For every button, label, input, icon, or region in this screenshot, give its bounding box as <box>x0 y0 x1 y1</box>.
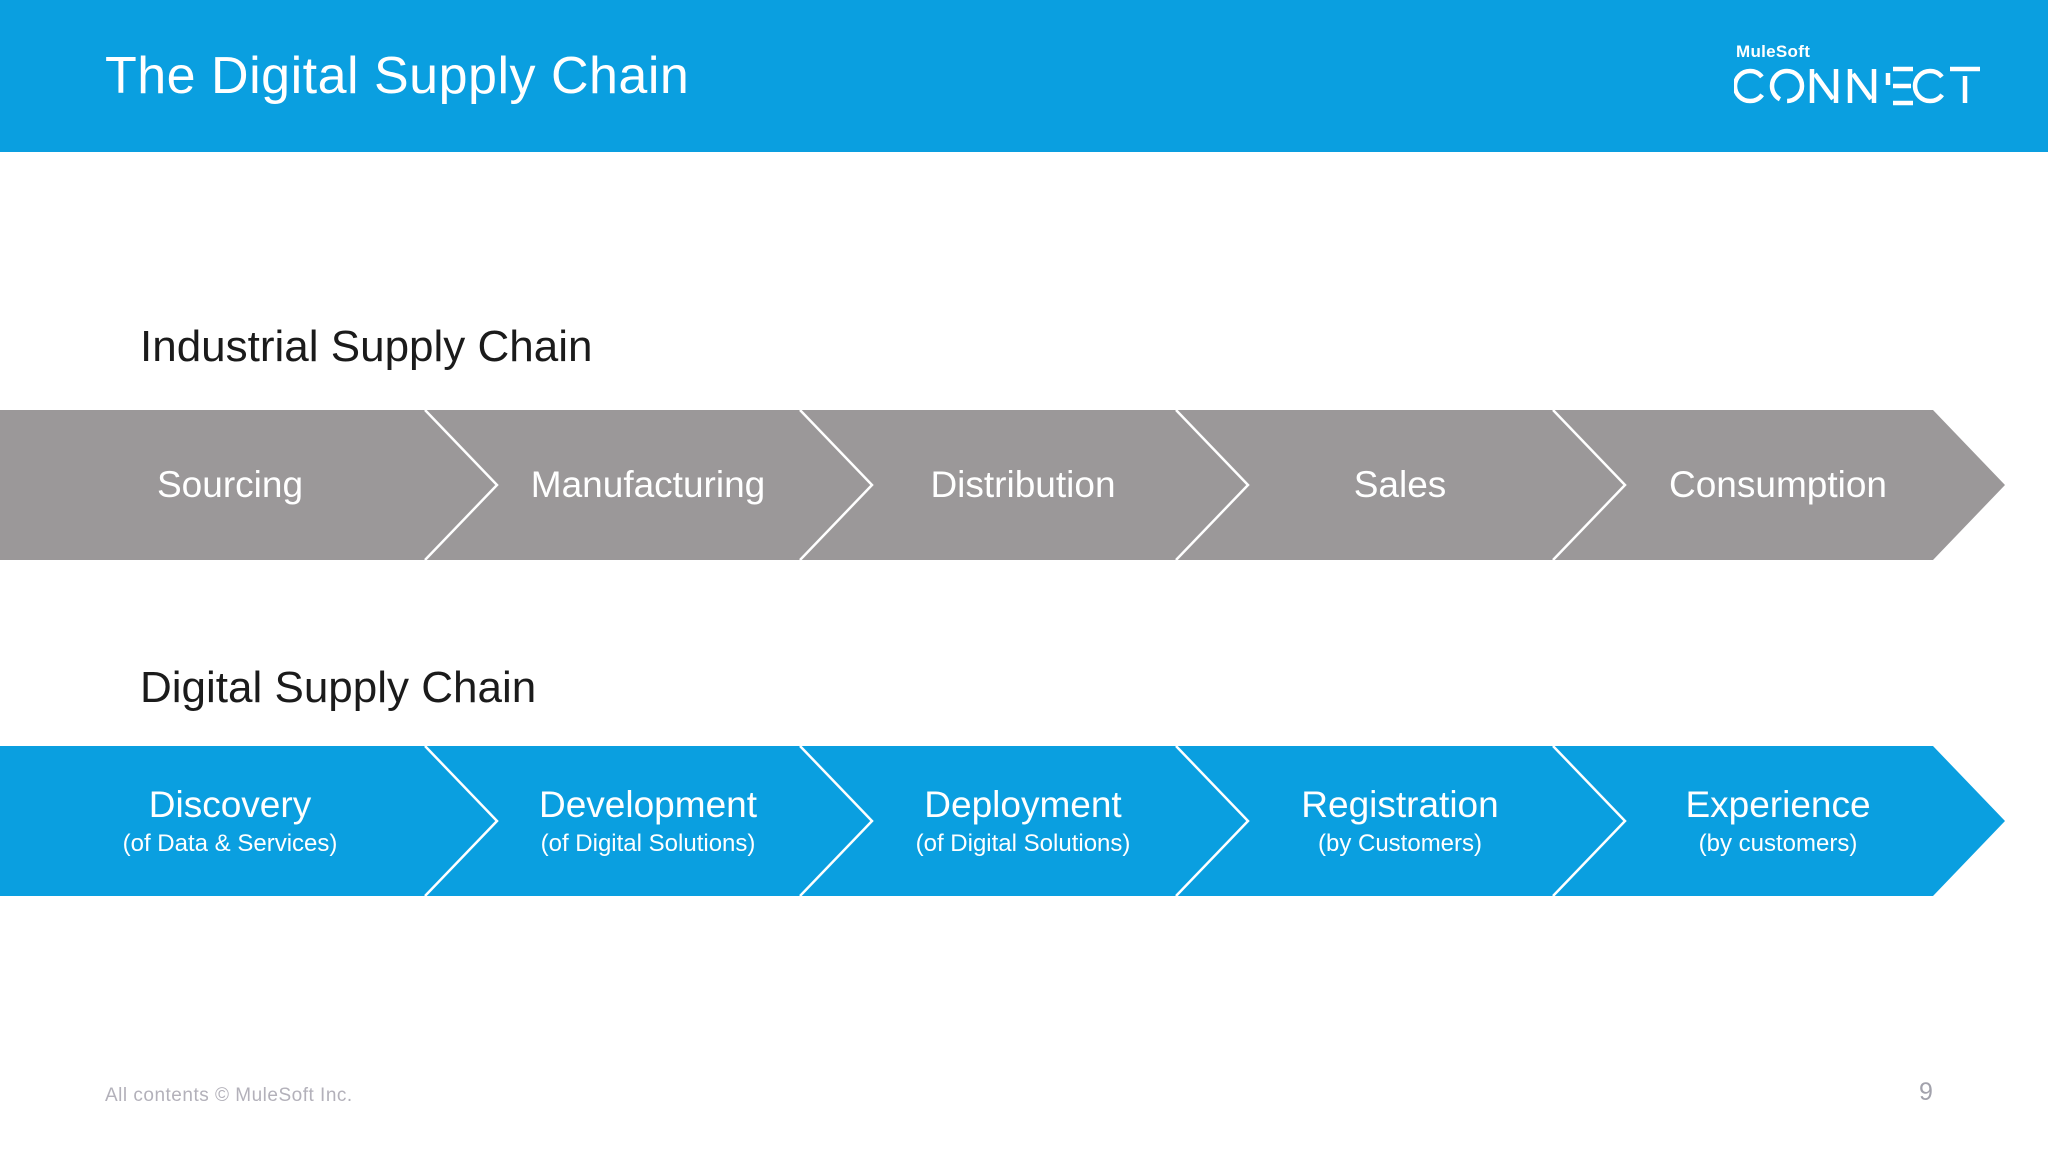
stage-sublabel: (of Data & Services) <box>122 830 338 857</box>
stage-sublabel: (of Digital Solutions) <box>915 830 1131 857</box>
stage-label: Distribution <box>930 464 1116 505</box>
stage-label: Registration <box>1301 784 1499 825</box>
chevron-dividers <box>424 746 1627 896</box>
chain-stage: Experience (by customers) <box>1685 746 1870 896</box>
chain-stage: Distribution <box>930 410 1115 560</box>
industrial-chain-heading: Industrial Supply Chain <box>140 322 593 371</box>
stage-label: Sourcing <box>156 464 304 505</box>
stage-sublabel: (by customers) <box>1698 830 1858 857</box>
stage-label: Consumption <box>1668 464 1888 505</box>
connect-wordmark-icon <box>1734 66 1980 106</box>
stage-label: Experience <box>1685 784 1871 825</box>
chain-stage: Sales <box>1354 410 1447 560</box>
chain-stage: Deployment (of Digital Solutions) <box>916 746 1131 896</box>
footer-copyright: All contents © MuleSoft Inc. <box>105 1085 353 1106</box>
stage-label: Manufacturing <box>530 464 766 505</box>
industrial-stages: Sourcing Manufacturing Distribution Sale… <box>0 410 2048 560</box>
page-title: The Digital Supply Chain <box>105 47 690 105</box>
stage-label: Sales <box>1353 464 1447 505</box>
stage-label: Development <box>538 784 758 825</box>
digital-chain-band: Discovery (of Data & Services) Developme… <box>0 746 2048 896</box>
stage-label: Discovery <box>148 784 312 825</box>
logo-brand-text: MuleSoft <box>1736 42 1811 61</box>
chain-stage: Sourcing <box>157 410 303 560</box>
stage-sublabel: (by Customers) <box>1317 830 1483 857</box>
header-bar: The Digital Supply Chain MuleSoft CONNEC… <box>0 0 2048 152</box>
stage-sublabel: (of Digital Solutions) <box>540 830 756 857</box>
industrial-chevron-shape <box>0 410 2005 560</box>
chain-stage: Manufacturing <box>531 410 765 560</box>
chevron-dividers <box>424 410 1627 560</box>
digital-stages: Discovery (of Data & Services) Developme… <box>0 746 2048 896</box>
digital-chain-heading: Digital Supply Chain <box>140 663 537 712</box>
chain-stage: Consumption <box>1669 410 1887 560</box>
chain-stage: Registration (by Customers) <box>1301 746 1498 896</box>
logo-wordmark-text: CONNECT <box>1734 42 1735 43</box>
industrial-chain-band: Sourcing Manufacturing Distribution Sale… <box>0 410 2048 560</box>
page-number: 9 <box>1919 1078 1933 1106</box>
mulesoft-connect-logo: MuleSoft CONNECT <box>1734 42 1986 106</box>
chain-stage: Development (of Digital Solutions) <box>539 746 757 896</box>
chain-stage: Discovery (of Data & Services) <box>123 746 338 896</box>
digital-chevron-shape <box>0 746 2005 896</box>
stage-label: Deployment <box>924 784 1122 825</box>
